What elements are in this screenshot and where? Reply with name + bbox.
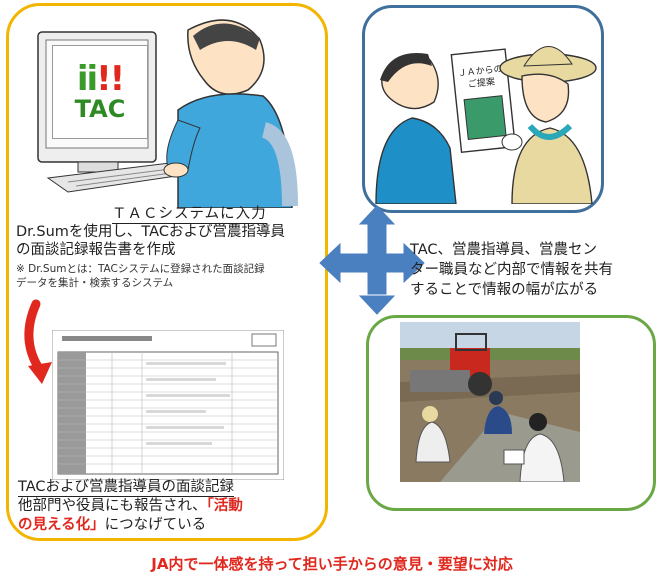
info-sharing-line2: ター職員など内部で情報を共有: [410, 262, 613, 278]
report-line1-highlight: 「活動: [206, 498, 243, 514]
four-way-share-arrow-icon: [319, 205, 425, 315]
report-caption-line1: 他部門や役員にも報告され、「活動: [18, 497, 243, 516]
tac-logo: ii!! TAC: [52, 45, 148, 139]
tac-logo-text: TAC: [74, 95, 126, 123]
info-sharing-line3: することで情報の幅が広がる: [410, 282, 599, 298]
report-caption-line2: の見える化」につなげている: [18, 516, 206, 535]
tac-system-input-title: ＴＡＣシステムに入力: [112, 206, 267, 224]
drsum-description-line2: の面談記録報告書を作成: [16, 242, 176, 258]
staff-farmer-proposal-illustration: ＪＡからの ご提案: [375, 46, 597, 204]
drsum-note-line2: データを集計・検索するシステム: [16, 277, 174, 289]
field-meeting-photo: [400, 322, 580, 482]
drsum-note-line1: ※ Dr.Sumとは：TACシステムに登録された面談記録: [16, 263, 265, 275]
report-line2-highlight: の見える化」: [18, 517, 105, 533]
info-sharing-line1: TAC、営農指導員、営農セン: [410, 242, 598, 258]
proposal-doc-line1: ＪＡからの: [457, 64, 503, 80]
bottom-summary-caption: JA内で一体感を持って担い手からの意見・要望に対応: [151, 555, 513, 573]
report-line2-plain: につなげている: [104, 517, 207, 533]
drsum-description-line1: Dr.Sumを使用し、TACおよび営農指導員: [16, 224, 285, 240]
report-caption-title: TACおよび営農指導員の面談記録: [18, 479, 235, 497]
ii-exclaim-logo-icon: ii!!: [76, 59, 125, 99]
proposal-doc-line2: ご提案: [467, 75, 495, 90]
report-line1-plain: 他部門や役員にも報告され、: [18, 498, 207, 514]
interview-record-report-sheet: [52, 330, 284, 480]
